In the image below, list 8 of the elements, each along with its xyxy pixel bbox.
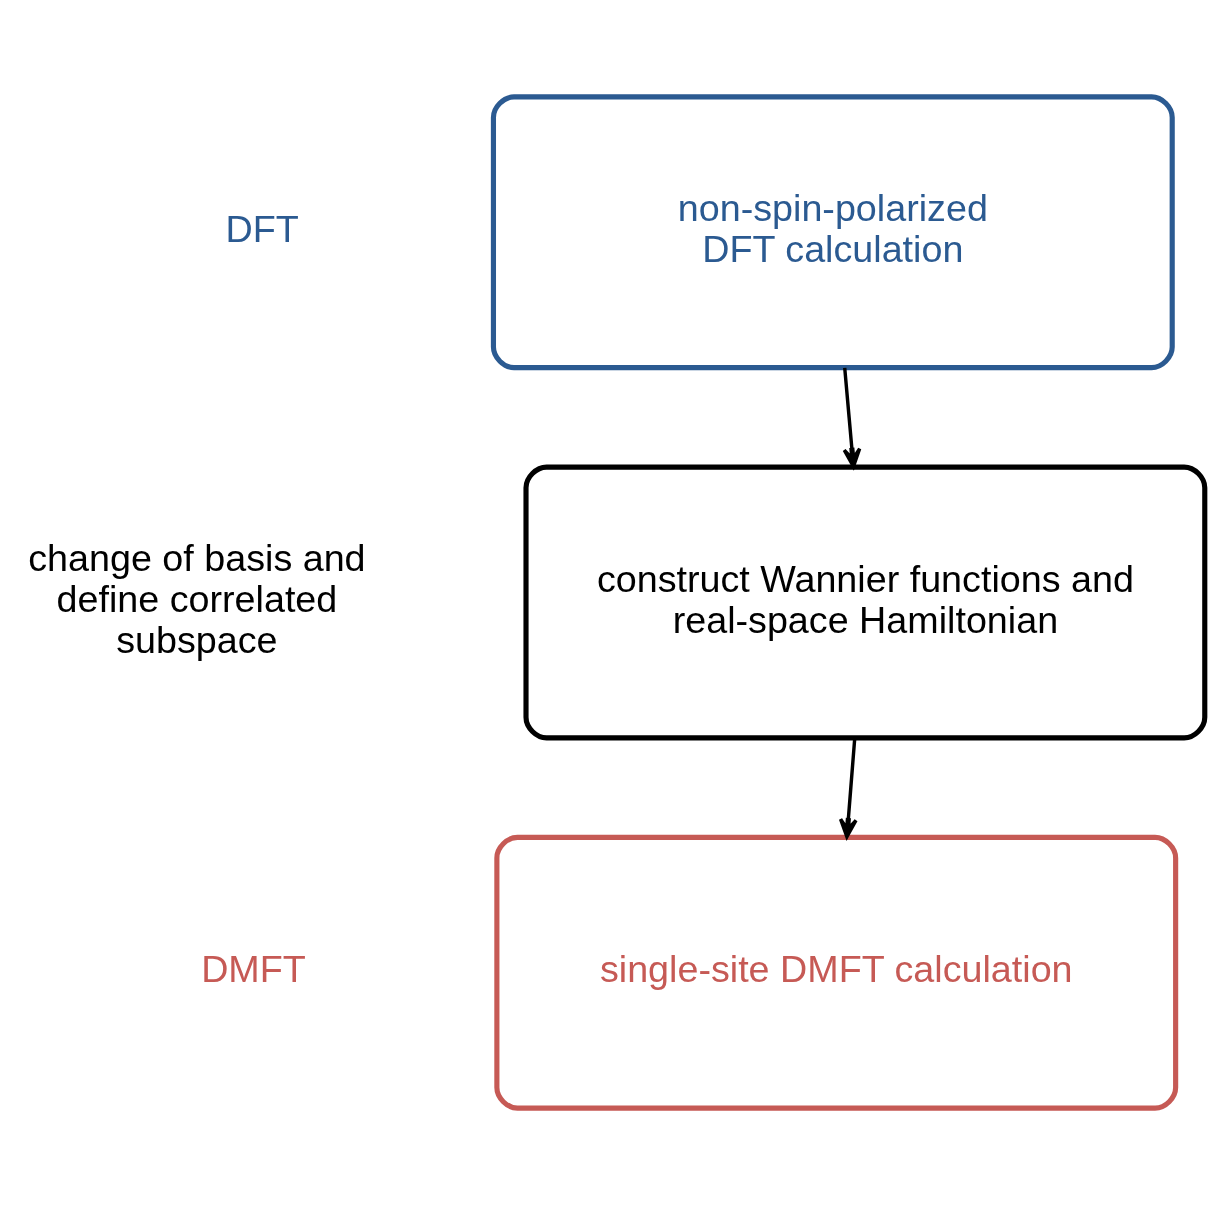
label: change of basis and define correlated subspace — [28, 536, 366, 662]
label: DFT — [225, 207, 299, 250]
label: DMFT — [201, 948, 306, 991]
node-box: single-site DMFT calculation — [494, 834, 1179, 1111]
node-box: construct Wannier functions and real-space Hamiltonian — [523, 464, 1208, 741]
node-box: non-spin-polarized DFT calculation — [490, 94, 1175, 371]
arrow — [842, 367, 862, 469]
arrow — [838, 738, 858, 839]
